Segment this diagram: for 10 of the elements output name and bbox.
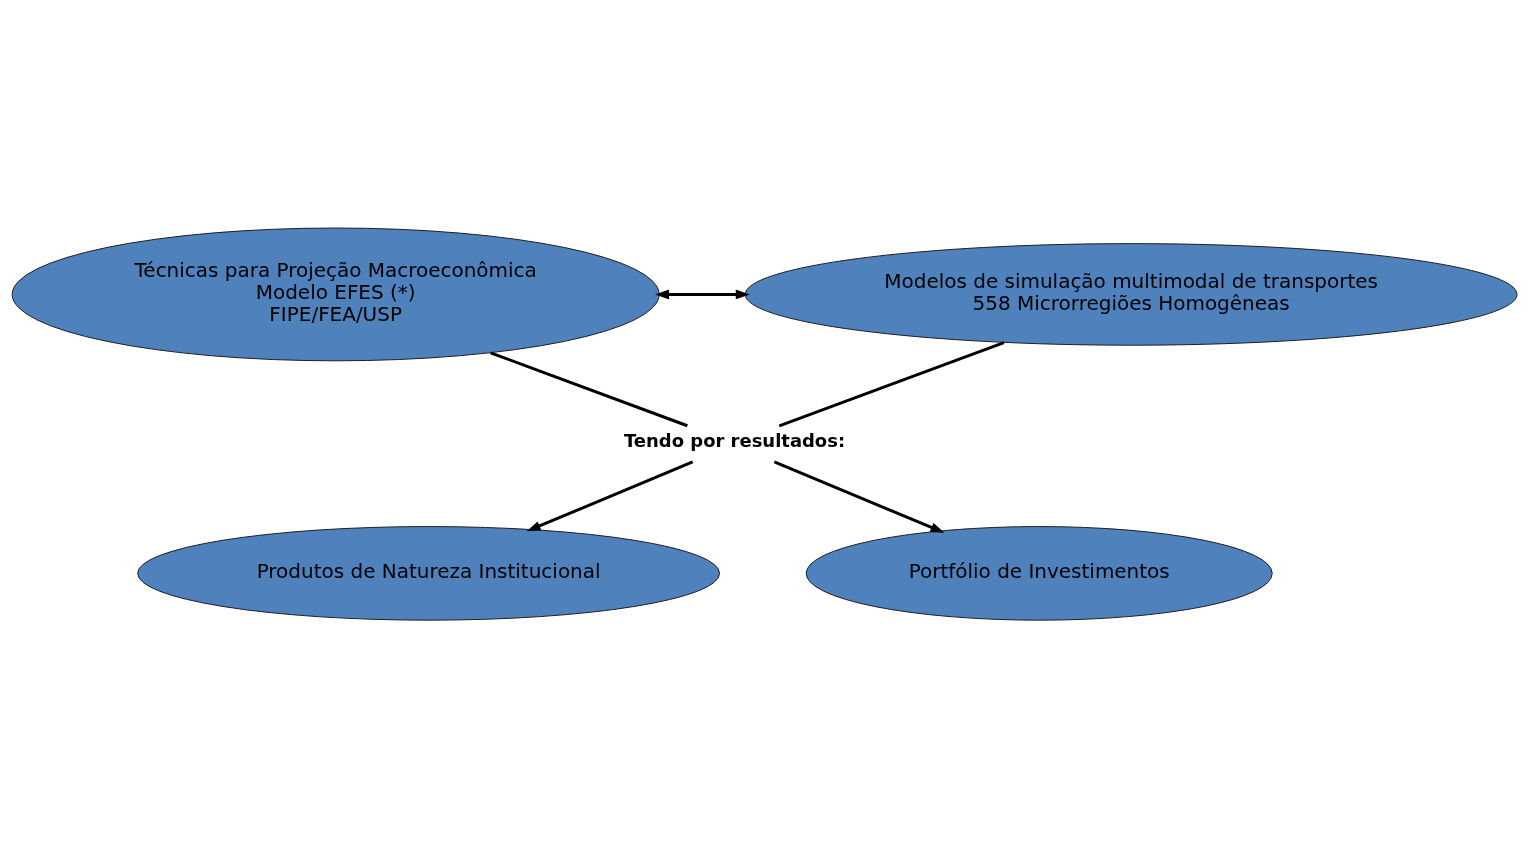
node-text: Tendo por resultados: xyxy=(623,430,846,452)
arrow xyxy=(773,460,945,533)
arrow xyxy=(526,460,694,532)
connector xyxy=(490,351,688,428)
node-ellipse: Produtos de Natureza Institucional xyxy=(137,526,721,621)
node-ellipse: Técnicas para Projeção Macroeconômica Modelo EFES (*) FIPE/FEA/USP xyxy=(11,227,660,362)
connector xyxy=(778,341,1005,428)
node-ellipse: Portfólio de Investimentos xyxy=(805,526,1273,621)
node-ellipse: Modelos de simulação multimodal de transportes 558 Microrregiões Homogêneas xyxy=(744,243,1518,346)
arrow xyxy=(655,289,750,300)
